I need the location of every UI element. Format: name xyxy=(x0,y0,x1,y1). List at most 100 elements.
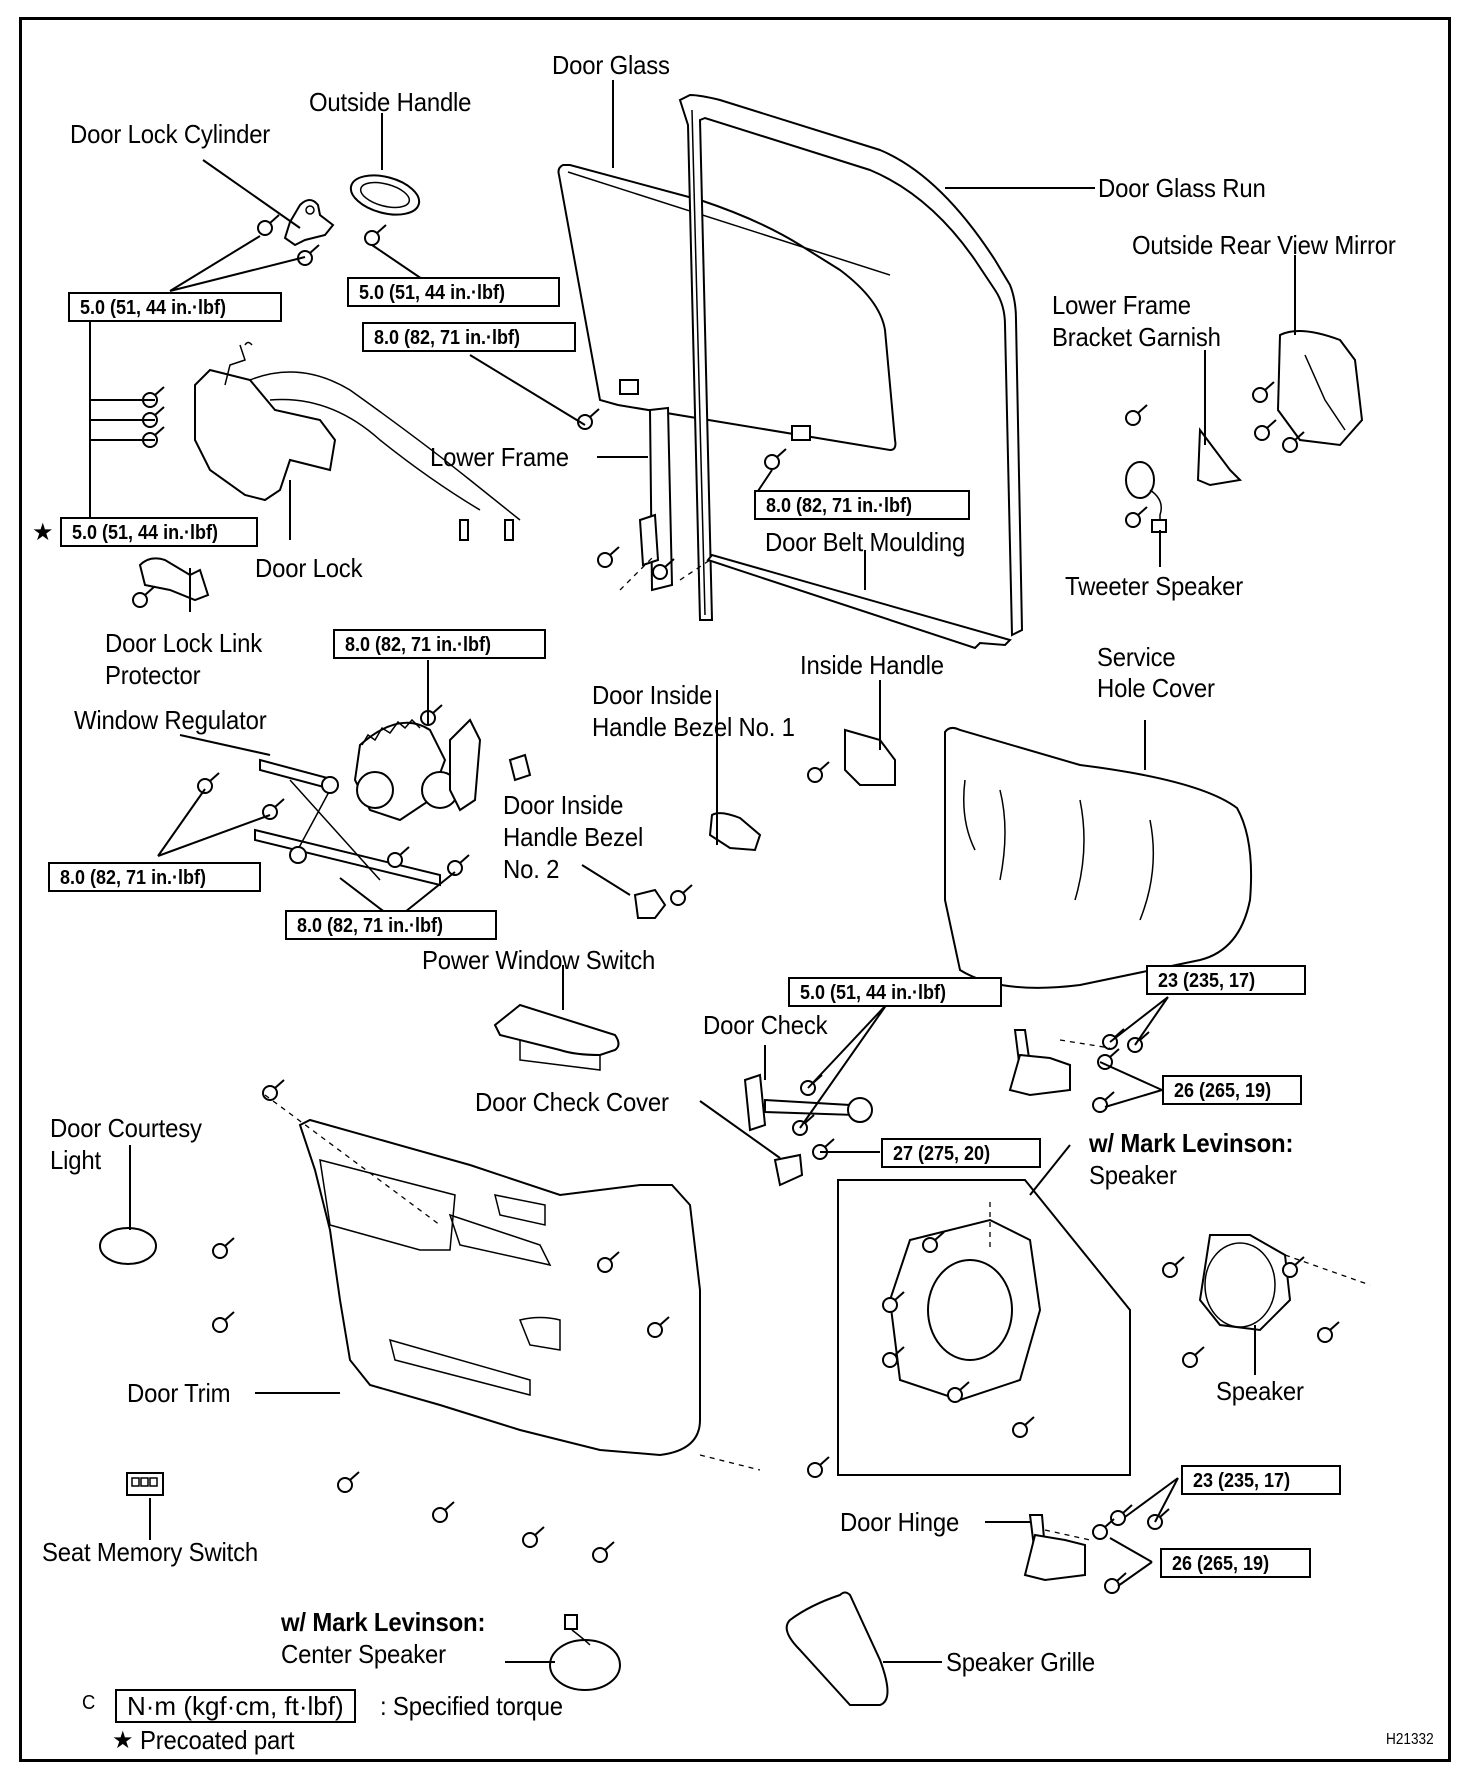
bolt-icon xyxy=(592,1547,608,1563)
bolt-shank xyxy=(224,1237,235,1247)
door-check-cover-part xyxy=(773,1153,804,1187)
bolt-shank xyxy=(664,558,675,568)
legend-star-icon: ★ xyxy=(112,1727,134,1754)
bolt-shank xyxy=(154,386,165,396)
inside-handle-part xyxy=(844,728,896,786)
bolt-shank xyxy=(399,846,410,856)
door-glass-run-part xyxy=(678,93,1024,637)
label-lower-frame-bracket-garnish-line2: Bracket Garnish xyxy=(1052,322,1221,352)
label-ml-speaker: Speaker xyxy=(1089,1160,1177,1190)
bolt-icon xyxy=(1012,1422,1028,1438)
bolt-shank xyxy=(959,1381,970,1391)
bolt-shank xyxy=(1137,506,1148,516)
bolt-shank xyxy=(589,408,600,418)
bolt-shank xyxy=(459,854,470,864)
bolt-shank xyxy=(894,1346,905,1356)
speaker-part xyxy=(1198,1234,1292,1332)
label-speaker-grille: Speaker Grille xyxy=(946,1647,1095,1677)
label-door-trim: Door Trim xyxy=(127,1378,231,1408)
bolt-shank xyxy=(1266,419,1277,429)
center-speaker-part xyxy=(549,1614,621,1691)
bolt-icon xyxy=(577,414,593,430)
bolt-shank xyxy=(1174,1256,1185,1266)
label-door-lock-link-protector-line1: Door Lock Link xyxy=(105,628,262,658)
lower-door-hinge-part xyxy=(1023,1514,1086,1582)
label-door-check-cover: Door Check Cover xyxy=(475,1087,669,1117)
door-courtesy-light-part xyxy=(99,1227,157,1265)
label-handle-bezel-no1-line2: Handle Bezel No. 1 xyxy=(592,712,795,742)
bolt-icon xyxy=(262,1085,278,1101)
bolt-shank xyxy=(682,884,693,894)
label-outside-handle: Outside Handle xyxy=(309,87,472,117)
label-ml-center-title: w/ Mark Levinson: xyxy=(281,1607,486,1637)
torque-box-upper-hinge-body: 23 (235, 17) xyxy=(1146,965,1306,995)
bolt-icon xyxy=(197,778,213,794)
bolt-icon xyxy=(882,1297,898,1313)
door-lock-cylinder-part xyxy=(283,199,335,247)
label-handle-bezel-no2-line3: No. 2 xyxy=(503,854,560,884)
bolt-icon xyxy=(1092,1097,1108,1113)
bolt-shank xyxy=(274,798,285,808)
bolt-shank xyxy=(609,1251,620,1261)
bolt-icon xyxy=(257,220,273,236)
bolt-shank xyxy=(1294,431,1305,441)
torque-box-door-lock: 5.0 (51, 44 in.·lbf) xyxy=(60,517,258,547)
bolt-shank xyxy=(894,1291,905,1301)
bolt-icon xyxy=(132,592,148,608)
window-regulator-part xyxy=(254,718,532,887)
door-lock-link-protector-part xyxy=(138,557,210,602)
bolt-icon xyxy=(522,1532,538,1548)
lower-frame-bracket-garnish-part xyxy=(1196,427,1243,487)
bolt-shank xyxy=(154,406,165,416)
seat-memory-switch-part xyxy=(126,1472,164,1496)
door-lock-part xyxy=(194,341,521,541)
outside-handle-part xyxy=(349,174,421,216)
torque-box-upper-hinge-door: 26 (265, 19) xyxy=(1162,1075,1302,1105)
bolt-icon xyxy=(1252,387,1268,403)
service-hole-cover-part xyxy=(944,726,1253,989)
label-door-lock-cylinder: Door Lock Cylinder xyxy=(70,119,271,149)
bolt-icon xyxy=(1125,512,1141,528)
label-door-hinge: Door Hinge xyxy=(840,1507,960,1537)
bolt-shank xyxy=(269,214,280,224)
label-inside-handle: Inside Handle xyxy=(800,650,944,680)
door-belt-moulding-part xyxy=(706,553,1012,650)
label-lower-frame: Lower Frame xyxy=(430,442,569,472)
label-lower-frame-bracket-garnish-line1: Lower Frame xyxy=(1052,290,1191,320)
bolt-icon xyxy=(212,1317,228,1333)
bolt-shank xyxy=(209,772,220,782)
bolt-shank xyxy=(376,224,387,234)
torque-box-lower-hinge-door: 26 (265, 19) xyxy=(1160,1548,1311,1578)
bolt-shank xyxy=(819,1456,830,1466)
bolt-shank xyxy=(819,761,830,771)
label-door-lock-link-protector-line2: Protector xyxy=(105,660,201,690)
door-glass-part xyxy=(557,164,897,452)
bolt-shank xyxy=(1194,1346,1205,1356)
handle-bezel-no1-part xyxy=(708,812,762,852)
bolt-shank xyxy=(776,448,787,458)
bolt-icon xyxy=(670,890,686,906)
legend-unit-description: : Specified torque xyxy=(380,1691,563,1721)
bolt-shank xyxy=(1329,1321,1340,1331)
bolt-shank xyxy=(349,1471,360,1481)
torque-box-door-check-body: 27 (275, 20) xyxy=(881,1138,1041,1168)
label-outside-rear-view-mirror: Outside Rear View Mirror xyxy=(1132,230,1396,260)
bolt-shank xyxy=(144,586,155,596)
label-door-lock: Door Lock xyxy=(255,553,363,583)
bolt-shank xyxy=(804,1114,815,1124)
torque-box-regulator-left: 8.0 (82, 71 in.·lbf) xyxy=(48,862,261,892)
bolt-icon xyxy=(432,1507,448,1523)
label-handle-bezel-no2-line1: Door Inside xyxy=(503,790,624,820)
bolt-shank xyxy=(609,546,620,556)
bolt-shank xyxy=(1139,1031,1150,1041)
bolt-icon xyxy=(947,1387,963,1403)
torque-box-door-check: 5.0 (51, 44 in.·lbf) xyxy=(788,977,1002,1007)
label-door-courtesy-light-line1: Door Courtesy xyxy=(50,1113,202,1143)
bolt-shank xyxy=(432,704,443,714)
bolt-shank xyxy=(1104,1091,1115,1101)
tweeter-speaker-part xyxy=(1125,461,1167,533)
legend-star-description: Precoated part xyxy=(140,1725,295,1755)
bolt-icon xyxy=(652,564,668,580)
bolt-shank xyxy=(1264,381,1275,391)
outside-rear-view-mirror-part xyxy=(1276,330,1364,447)
